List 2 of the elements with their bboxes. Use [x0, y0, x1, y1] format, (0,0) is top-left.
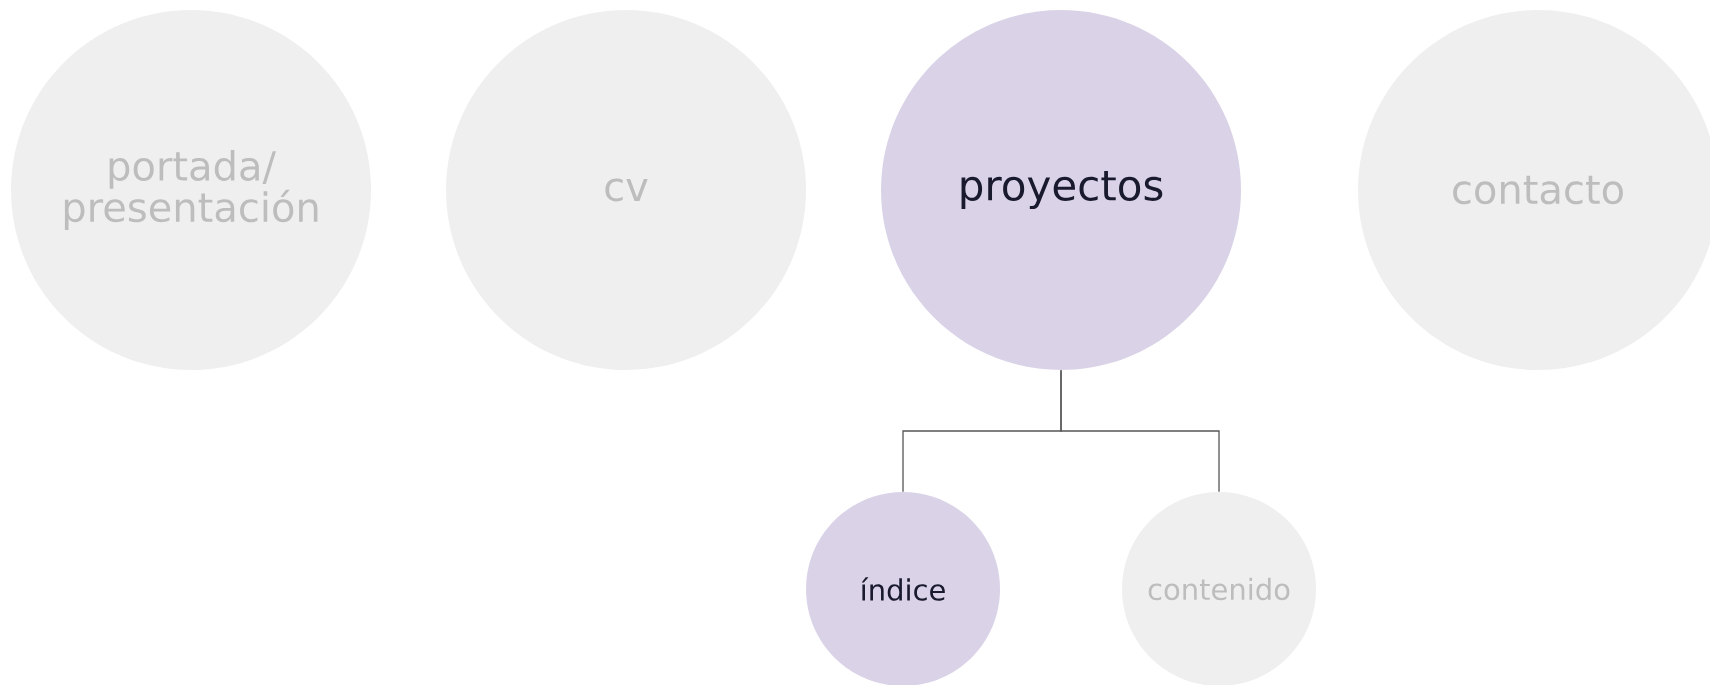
circle-node: proyectos [881, 10, 1241, 370]
connector [1060, 369, 1220, 493]
